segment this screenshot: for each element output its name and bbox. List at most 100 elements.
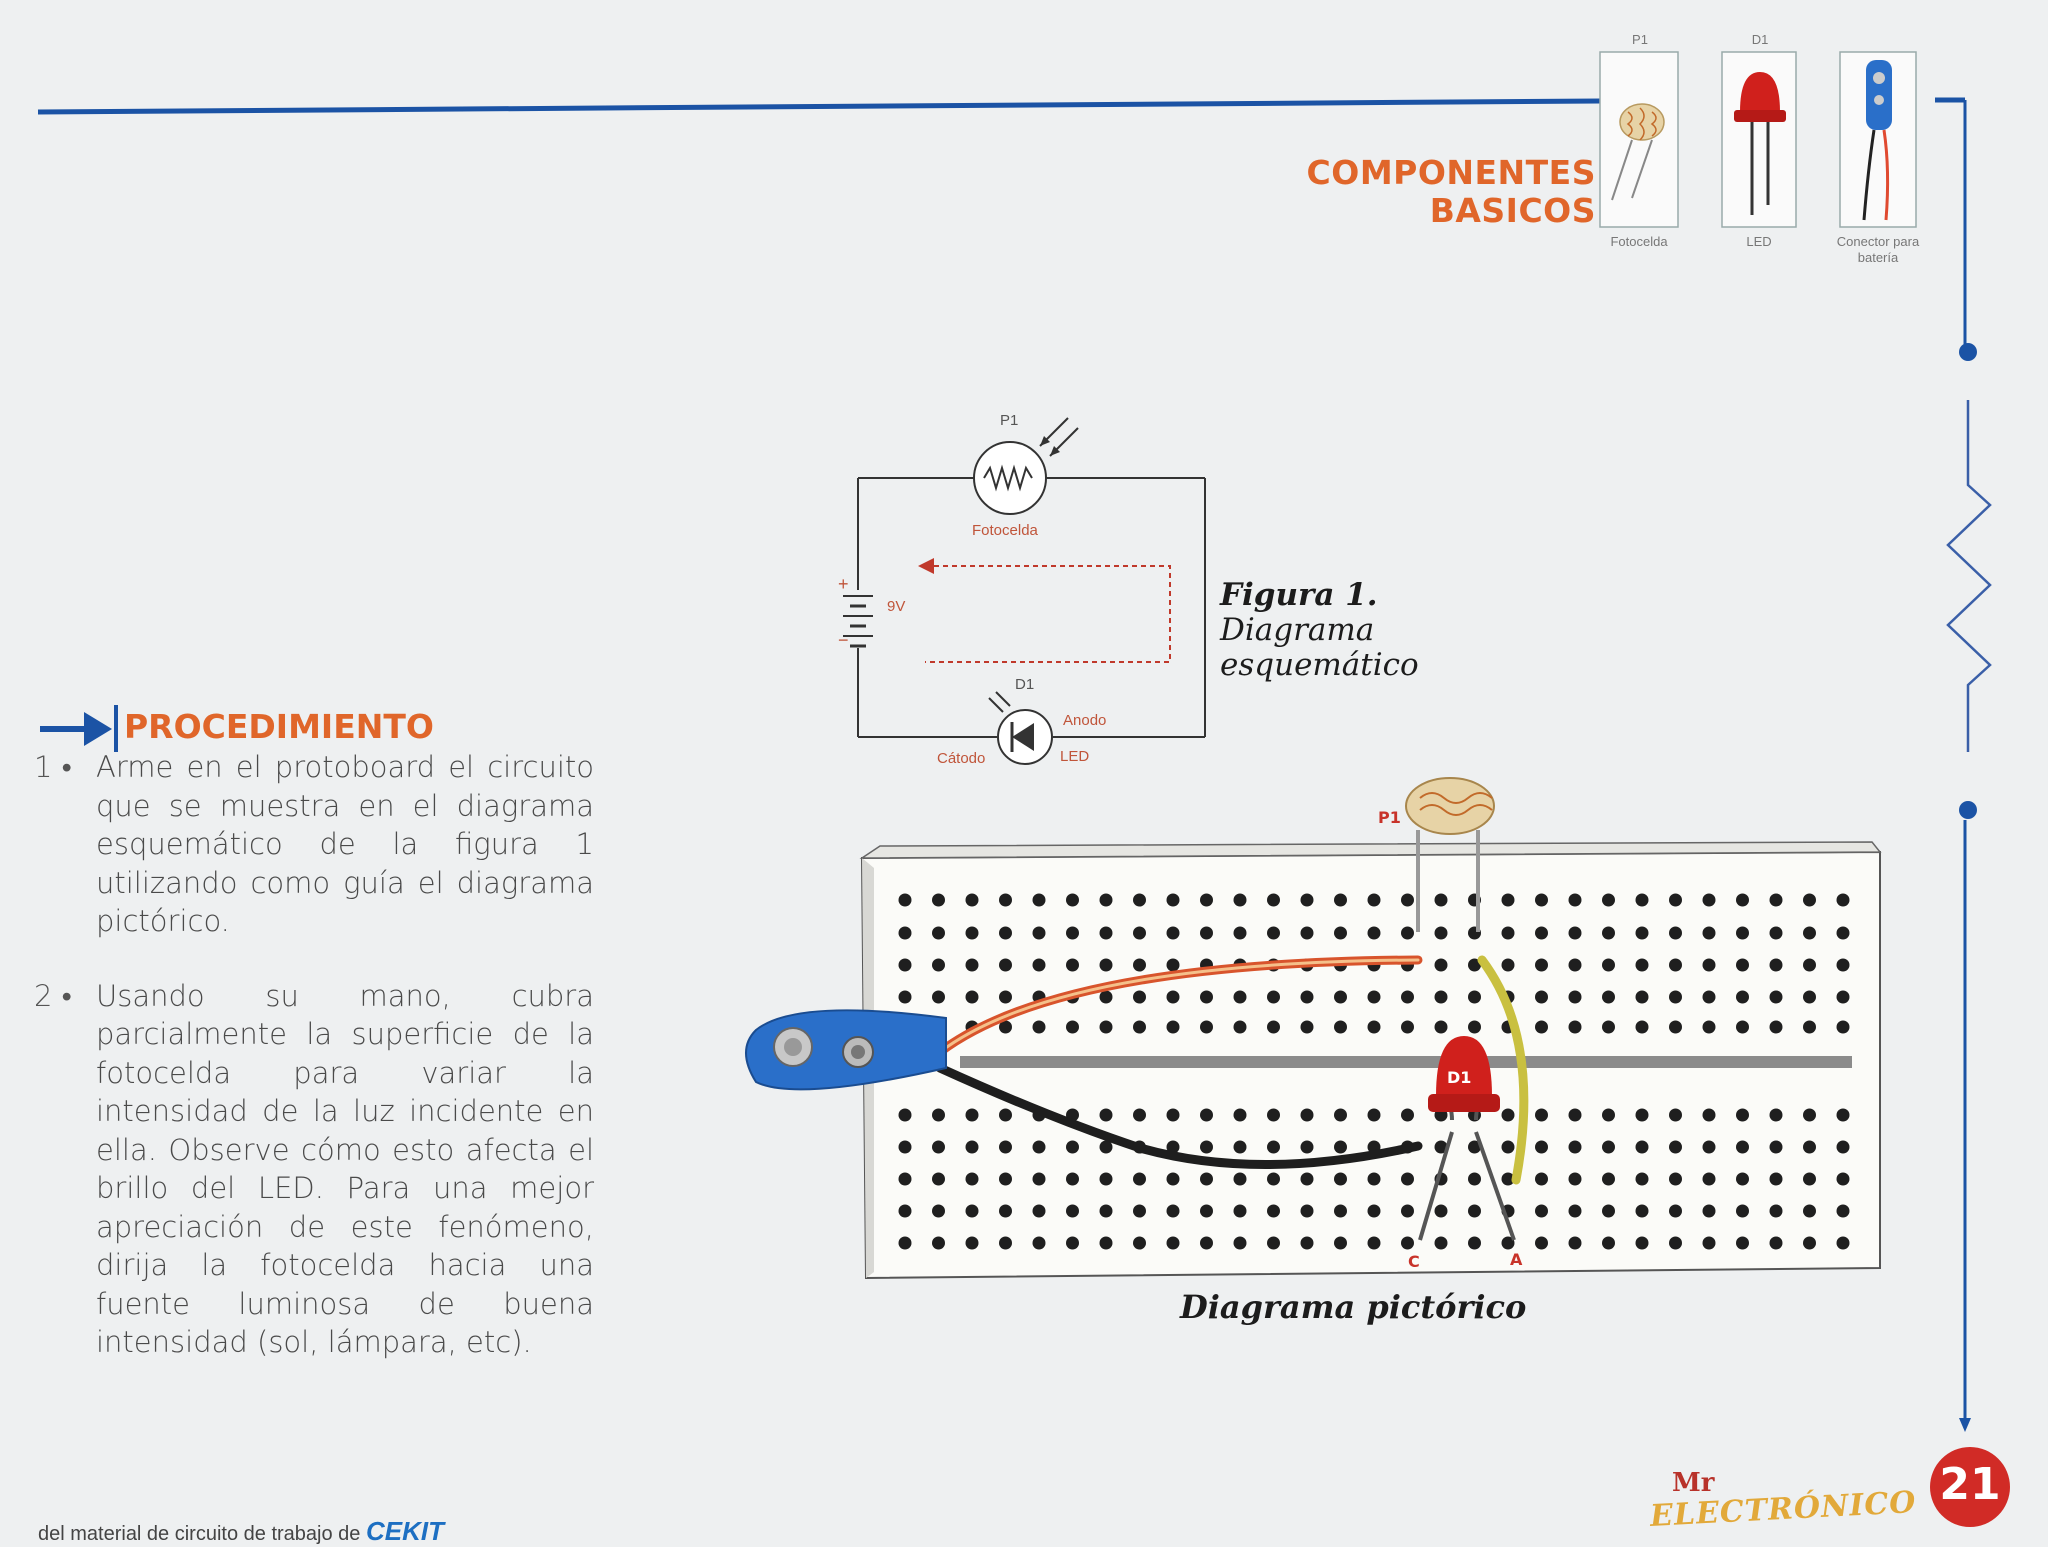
schematic-led-symbol — [988, 691, 1053, 765]
procedure-heading: PROCEDIMIENTO — [124, 707, 434, 746]
breadboard-hole — [1066, 1140, 1079, 1154]
breadboard-hole — [1334, 1020, 1347, 1034]
breadboard-hole — [1468, 1204, 1481, 1218]
breadboard-hole — [1233, 1236, 1247, 1250]
breadboard-hole — [1568, 990, 1582, 1004]
breadboard-hole — [1736, 1204, 1749, 1218]
breadboard-hole — [999, 1108, 1012, 1122]
breadboard-hole — [1267, 990, 1280, 1004]
breadboard-hole — [1166, 1140, 1180, 1154]
breadboard-hole — [1166, 926, 1180, 940]
breadboard-hole — [1099, 1140, 1113, 1154]
breadboard-hole — [1501, 1172, 1515, 1186]
breadboard-hole — [898, 1204, 912, 1218]
component-caption-connector: Conector para batería — [1836, 234, 1920, 265]
schematic-photocell-symbol — [973, 417, 1079, 515]
schematic-diagram — [843, 417, 1206, 765]
breadboard-hole — [1635, 926, 1649, 940]
breadboard-hole — [1233, 893, 1247, 907]
breadboard-hole — [1367, 1172, 1381, 1186]
breadboard-hole — [932, 1204, 945, 1218]
component-ref-d1: D1 — [1751, 32, 1769, 47]
breadboard-hole — [1836, 1172, 1850, 1186]
breadboard-hole — [1233, 1020, 1247, 1034]
breadboard-hole — [1803, 1108, 1816, 1122]
step-number: 2 • — [34, 978, 72, 1013]
breadboard-hole — [1535, 990, 1548, 1004]
breadboard-hole — [1032, 958, 1046, 972]
breadboard-hole — [1367, 990, 1381, 1004]
breadboard-photocell — [1405, 777, 1495, 932]
component-box-led — [1721, 51, 1797, 228]
breadboard-hole — [1099, 1172, 1113, 1186]
breadboard-hole — [1468, 990, 1481, 1004]
procedure-step: 2 • Usando su mano, cubra parcialmente l… — [34, 977, 594, 1362]
breadboard-hole — [898, 1108, 912, 1122]
breadboard-hole — [1233, 926, 1247, 940]
breadboard-hole — [1535, 1204, 1548, 1218]
breadboard-hole — [1602, 1204, 1615, 1218]
breadboard-hole — [1200, 1236, 1213, 1250]
breadboard-hole — [1267, 926, 1280, 940]
procedure-arrow-icon — [40, 705, 118, 752]
pictorial-cathode-label: C — [1408, 1252, 1420, 1271]
breadboard-hole — [1267, 1204, 1280, 1218]
photocell-icon — [1611, 103, 1665, 201]
breadboard-hole — [1702, 1236, 1716, 1250]
yellow-jumper-wire — [1477, 955, 1529, 1185]
components-title-line2: BASICOS — [1429, 191, 1596, 230]
breadboard-hole — [1803, 958, 1816, 972]
breadboard-hole — [1468, 958, 1481, 972]
breadboard-hole — [1568, 1140, 1582, 1154]
breadboard-hole — [1635, 1172, 1649, 1186]
breadboard-hole — [1401, 1236, 1414, 1250]
breadboard-hole — [1166, 1020, 1180, 1034]
figure-caption-line1: Diagrama — [1220, 612, 1375, 648]
breadboard-hole — [1367, 1204, 1381, 1218]
breadboard-hole — [999, 1140, 1012, 1154]
breadboard-hole — [1300, 1204, 1314, 1218]
breadboard-hole — [1803, 1172, 1816, 1186]
breadboard-hole — [1233, 1140, 1247, 1154]
breadboard-hole — [1669, 1236, 1682, 1250]
breadboard-hole — [1300, 1172, 1314, 1186]
breadboard-hole — [1133, 1236, 1146, 1250]
pictorial-caption: Diagrama pictórico — [1180, 1288, 1527, 1326]
breadboard-hole — [1769, 893, 1783, 907]
breadboard-hole — [1300, 926, 1314, 940]
breadboard-hole — [1736, 893, 1749, 907]
breadboard-hole — [1099, 990, 1113, 1004]
breadboard-hole — [1501, 1140, 1515, 1154]
breadboard-hole — [965, 1172, 979, 1186]
top-rule — [37, 98, 1601, 115]
breadboard-hole — [1635, 990, 1649, 1004]
breadboard-hole — [1736, 958, 1749, 972]
breadboard-hole — [898, 958, 912, 972]
breadboard-hole — [1300, 1020, 1314, 1034]
breadboard-hole — [999, 958, 1012, 972]
breadboard-hole — [1334, 1140, 1347, 1154]
footer-text: del material de circuito de trabajo de C… — [38, 1516, 444, 1547]
pictorial-anode-label: A — [1510, 1250, 1523, 1269]
breadboard-hole — [1769, 1020, 1783, 1034]
breadboard-hole — [965, 1140, 979, 1154]
breadboard-hole — [1803, 1204, 1816, 1218]
breadboard-hole — [1367, 1108, 1381, 1122]
breadboard-hole — [1166, 990, 1180, 1004]
breadboard-hole — [1367, 1020, 1381, 1034]
figure-number: Figura 1. — [1220, 577, 1378, 613]
breadboard-hole — [898, 1140, 912, 1154]
breadboard-hole — [1334, 1204, 1347, 1218]
breadboard-hole — [1267, 1108, 1280, 1122]
breadboard-hole — [1066, 1172, 1079, 1186]
right-margin-resistor — [1946, 100, 1992, 1432]
breadboard-hole — [1434, 958, 1448, 972]
breadboard-hole — [1434, 893, 1448, 907]
breadboard-hole — [1635, 1108, 1649, 1122]
breadboard-hole — [932, 1172, 945, 1186]
breadboard-hole — [1635, 1020, 1649, 1034]
breadboard-hole — [898, 990, 912, 1004]
breadboard-hole — [965, 1108, 979, 1122]
pictorial-d1-label: D1 — [1447, 1068, 1472, 1087]
battery-snap-connector — [745, 1009, 947, 1091]
